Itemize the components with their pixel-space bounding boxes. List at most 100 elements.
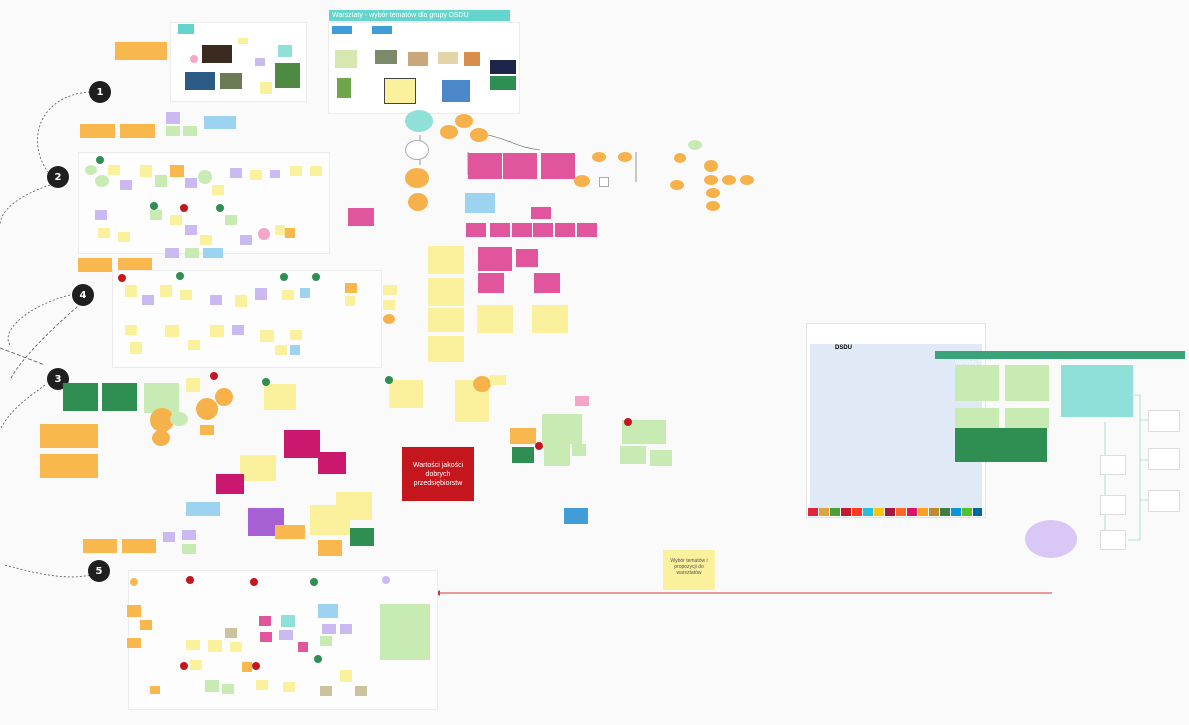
sticky-note[interactable] bbox=[542, 414, 582, 444]
sticky-note[interactable] bbox=[222, 684, 234, 694]
sticky-note[interactable] bbox=[260, 632, 272, 642]
sticky-note[interactable] bbox=[170, 215, 182, 225]
sticky-note[interactable] bbox=[127, 638, 141, 648]
sticky-note[interactable] bbox=[490, 375, 506, 385]
sticky-note[interactable] bbox=[298, 642, 308, 652]
bubble-note[interactable] bbox=[215, 388, 233, 406]
sticky-note[interactable] bbox=[318, 604, 338, 618]
bubble-note[interactable] bbox=[704, 175, 718, 185]
sticky-note[interactable] bbox=[95, 210, 107, 220]
sticky-note[interactable] bbox=[230, 642, 242, 652]
sticky-note[interactable] bbox=[1005, 365, 1049, 401]
sticky-note[interactable] bbox=[150, 686, 160, 694]
sticky-note[interactable] bbox=[150, 210, 162, 220]
sticky-note[interactable] bbox=[235, 295, 247, 307]
sticky-note[interactable] bbox=[510, 428, 536, 444]
sticky-note[interactable] bbox=[372, 26, 392, 34]
bottom-note[interactable]: Wybór tematów i propozycji do warsztatów bbox=[663, 550, 715, 590]
sticky-note[interactable] bbox=[275, 225, 285, 235]
sticky-note[interactable] bbox=[212, 185, 224, 195]
sticky-note[interactable] bbox=[264, 384, 296, 410]
sticky-note[interactable] bbox=[186, 502, 220, 516]
sticky-note[interactable] bbox=[1148, 410, 1180, 432]
sticky-note[interactable] bbox=[516, 249, 538, 267]
sticky-note[interactable] bbox=[350, 528, 374, 546]
sticky-note[interactable] bbox=[620, 446, 646, 464]
sticky-note[interactable] bbox=[336, 492, 372, 520]
sticky-note[interactable] bbox=[185, 178, 197, 188]
sticky-note[interactable] bbox=[275, 525, 305, 539]
bubble-note[interactable] bbox=[574, 175, 590, 187]
bubble-note[interactable] bbox=[455, 114, 473, 128]
sticky-note[interactable] bbox=[160, 285, 172, 297]
sticky-note[interactable] bbox=[345, 296, 355, 306]
sticky-note[interactable] bbox=[1100, 530, 1126, 550]
sticky-note[interactable] bbox=[205, 680, 219, 692]
sticky-note[interactable] bbox=[225, 215, 237, 225]
sticky-note[interactable] bbox=[380, 604, 430, 660]
sticky-note[interactable] bbox=[650, 450, 672, 466]
sticky-note[interactable] bbox=[320, 636, 332, 646]
sticky-note[interactable] bbox=[122, 539, 156, 553]
sticky-note[interactable] bbox=[300, 288, 310, 298]
sticky-note[interactable] bbox=[230, 168, 242, 178]
sticky-note[interactable] bbox=[256, 680, 268, 690]
sticky-note[interactable] bbox=[165, 325, 179, 337]
sticky-note[interactable] bbox=[955, 365, 999, 401]
bubble-note[interactable] bbox=[470, 128, 488, 142]
sticky-note[interactable] bbox=[180, 290, 192, 300]
sticky-note[interactable] bbox=[210, 295, 222, 305]
sticky-note[interactable] bbox=[118, 232, 130, 242]
sticky-note[interactable] bbox=[1148, 448, 1180, 470]
sticky-note[interactable] bbox=[1100, 495, 1126, 515]
bubble-note[interactable] bbox=[704, 160, 718, 172]
sticky-note[interactable] bbox=[120, 180, 132, 190]
sticky-note[interactable] bbox=[955, 408, 999, 428]
sticky-note[interactable] bbox=[240, 455, 276, 481]
bubble-note[interactable] bbox=[618, 152, 632, 162]
sticky-note[interactable] bbox=[512, 223, 532, 237]
sticky-note[interactable] bbox=[572, 444, 586, 456]
section-4-frame[interactable] bbox=[112, 270, 382, 368]
sticky-note[interactable] bbox=[186, 640, 200, 650]
sticky-note[interactable] bbox=[200, 235, 212, 245]
bubble-note[interactable] bbox=[670, 180, 684, 190]
sticky-note[interactable] bbox=[170, 412, 188, 426]
sticky-note[interactable] bbox=[225, 628, 237, 638]
sticky-note[interactable] bbox=[1061, 365, 1133, 417]
sticky-note[interactable] bbox=[318, 452, 346, 474]
sticky-note[interactable] bbox=[531, 207, 551, 219]
sticky-note[interactable] bbox=[503, 153, 537, 179]
sticky-note[interactable] bbox=[320, 686, 332, 696]
sticky-note[interactable] bbox=[238, 38, 248, 44]
sticky-note[interactable] bbox=[534, 273, 560, 293]
sticky-note[interactable] bbox=[478, 247, 512, 271]
sticky-note[interactable] bbox=[290, 345, 300, 355]
sticky-note[interactable] bbox=[163, 532, 175, 542]
sticky-note[interactable] bbox=[140, 620, 152, 630]
sticky-note[interactable] bbox=[259, 616, 271, 626]
sticky-note[interactable] bbox=[278, 45, 292, 57]
sticky-note[interactable] bbox=[250, 170, 262, 180]
section-marker-2[interactable]: 2 bbox=[47, 166, 69, 188]
sticky-note[interactable] bbox=[555, 223, 575, 237]
sticky-note[interactable] bbox=[544, 442, 570, 466]
section-marker-5[interactable]: 5 bbox=[88, 560, 110, 582]
sticky-note[interactable] bbox=[170, 165, 184, 177]
sticky-note[interactable] bbox=[165, 248, 179, 258]
sticky-note[interactable] bbox=[478, 273, 504, 293]
sticky-note[interactable] bbox=[345, 283, 357, 293]
sticky-note[interactable] bbox=[332, 26, 352, 34]
sticky-note[interactable] bbox=[260, 330, 274, 342]
sticky-note[interactable] bbox=[240, 235, 252, 245]
sticky-note[interactable] bbox=[178, 24, 194, 34]
sticky-note[interactable] bbox=[279, 630, 293, 640]
sticky-note[interactable] bbox=[255, 288, 267, 300]
purple-shape[interactable] bbox=[1025, 520, 1077, 558]
sticky-note[interactable] bbox=[190, 660, 202, 670]
sticky-note[interactable] bbox=[182, 544, 196, 554]
bubble-note[interactable] bbox=[740, 175, 754, 185]
sticky-note[interactable] bbox=[232, 325, 244, 335]
bubble-note[interactable] bbox=[706, 201, 720, 211]
sticky-note[interactable] bbox=[125, 325, 137, 335]
